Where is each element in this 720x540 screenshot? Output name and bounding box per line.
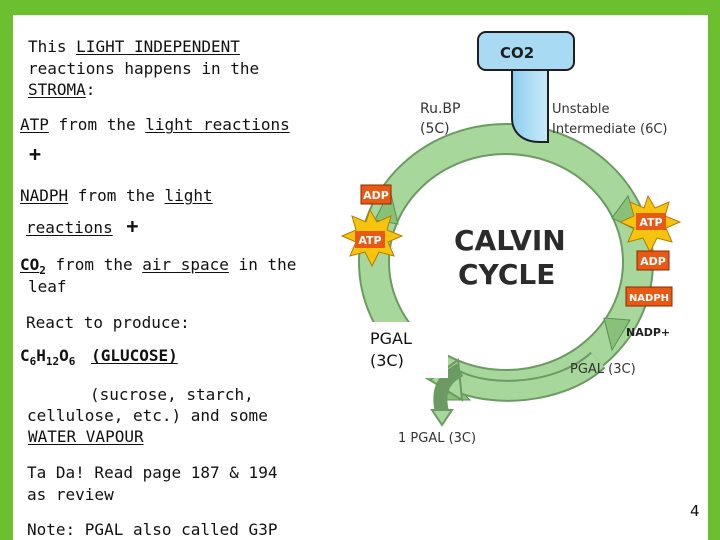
unstable-label: Unstable (552, 102, 609, 117)
atp-term: ATP (20, 115, 49, 134)
atp-mid: from the (48, 115, 146, 134)
co2-line: CO2 from the air space in the (20, 255, 296, 280)
svg-text:ADP: ADP (640, 255, 666, 268)
pgal-label-mask (360, 322, 448, 378)
stroma-colon: : (85, 80, 96, 99)
pgal-left-carbons: (3C) (370, 351, 404, 370)
output-arrow (433, 363, 464, 414)
calvin-title: CALVIN (454, 224, 566, 257)
light-independent-term: LIGHT INDEPENDENT (76, 37, 240, 56)
nadph-box: NADPH (625, 286, 673, 307)
co2-term: CO2 (20, 255, 46, 278)
adp-left-box: ADP (360, 184, 392, 205)
plus-sign-2: + (126, 214, 139, 238)
pgal-right-label: PGAL (3C) (570, 362, 636, 377)
sugars-line-1: (sucrose, starch, (90, 385, 254, 404)
stroma-term: STROMA (28, 80, 86, 99)
atp-line: ATP from the light reactions (20, 115, 290, 134)
pgal-bottom-label: 1 PGAL (3C) (398, 431, 476, 446)
svg-text:ATP: ATP (358, 234, 381, 247)
unstable-carbons: Intermediate (6C) (552, 122, 668, 137)
nadph-line-2: reactions + (26, 214, 139, 238)
nadph-reactions: reactions (26, 218, 113, 237)
sugars-line-2: cellulose, etc.) and some (27, 406, 268, 425)
pgal-left-label: PGAL (370, 329, 412, 348)
co2-suffix: in the (228, 255, 297, 274)
rubp-label: Ru.BP (420, 101, 460, 117)
atp-left-starburst: ATP (340, 208, 404, 268)
svg-text:NADPH: NADPH (629, 293, 669, 304)
atp-light-reactions: light reactions (145, 115, 290, 134)
air-space-term: air space (142, 255, 229, 274)
nadp-plus-label: NADP+ (626, 326, 670, 339)
glucose-line: C6H12O6 (GLUCOSE) (20, 346, 178, 369)
page-number: 4 (690, 502, 700, 520)
co2-subscript: 2 (39, 264, 46, 278)
glucose-name: (GLUCOSE) (91, 346, 178, 365)
plus-sign-1: + (29, 142, 42, 166)
co2-box-label: CO2 (500, 44, 534, 62)
intro-line-3: STROMA: (28, 80, 95, 99)
nadph-light: light (164, 186, 213, 205)
intro-prefix: This (28, 37, 77, 56)
rubp-carbons: (5C) (420, 121, 450, 137)
intro-line-2: reactions happens in the (28, 59, 260, 78)
nadph-mid: from the (68, 186, 165, 205)
co2-input: CO2 (477, 31, 575, 143)
svg-text:ADP: ADP (363, 189, 389, 202)
tada-line-2: as review (27, 485, 114, 504)
intro-line-1: This LIGHT INDEPENDENT (28, 37, 240, 56)
adp-right-box: ADP (636, 250, 670, 271)
cycle-title: CYCLE (458, 258, 555, 291)
nadph-term: NADPH (20, 186, 69, 205)
co2-mid: from the (45, 255, 143, 274)
note-line: Note: PGAL also called G3P (27, 520, 278, 539)
co2-line-2: leaf (28, 277, 67, 296)
tada-line-1: Ta Da! Read page 187 & 194 (27, 463, 278, 482)
water-vapour: WATER VAPOUR (28, 427, 144, 446)
react-line: React to produce: (26, 313, 190, 332)
svg-text:ATP: ATP (639, 216, 662, 229)
nadph-line: NADPH from the light (20, 186, 213, 205)
